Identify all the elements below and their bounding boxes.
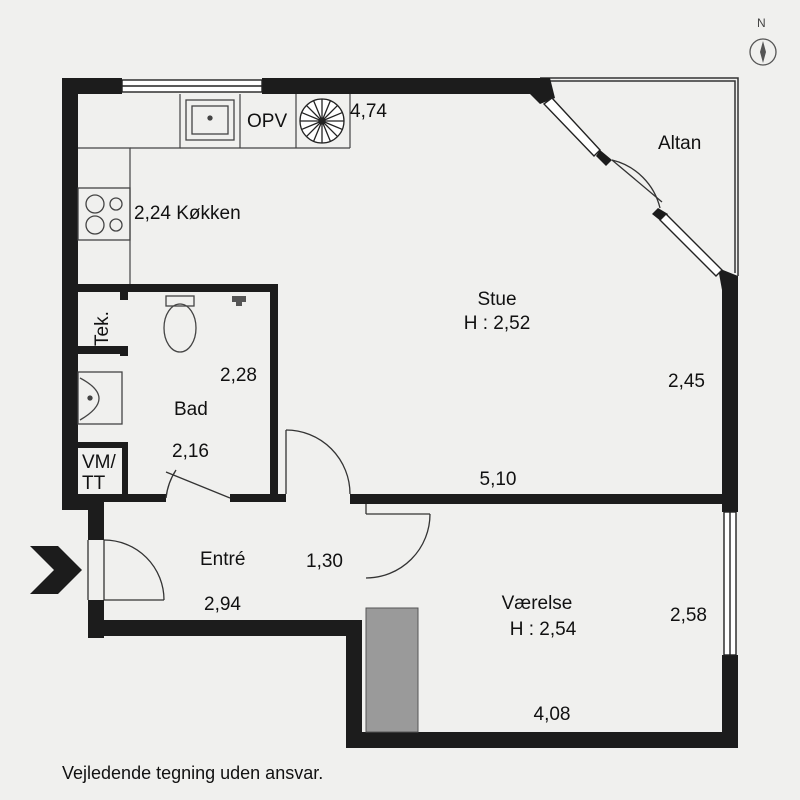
kitchen-sink-icon: [185, 99, 235, 141]
wardrobe: [365, 607, 419, 733]
entry-dim-side: 1,30: [306, 551, 343, 572]
toilet-icon: [163, 295, 197, 353]
compass-icon: [749, 38, 777, 66]
windows: [121, 79, 737, 656]
living-dim-right: 2,45: [668, 371, 705, 392]
living-door: [285, 429, 351, 495]
walls: [62, 78, 738, 748]
bath-door: [165, 469, 231, 499]
disclaimer: Vejledende tegning uden ansvar.: [62, 763, 324, 783]
living-dim-bottom: 5,10: [479, 469, 517, 490]
kitchen-dim-top: 4,74: [350, 101, 387, 122]
tap-icon: [232, 296, 246, 306]
kitchen-label: 2,24 Køkken: [134, 203, 241, 224]
front-door: [87, 539, 165, 601]
stair-tread: [301, 120, 323, 131]
balcony-outline: [540, 77, 739, 276]
bedroom-door: [365, 504, 431, 579]
bedroom-height: H : 2,54: [509, 619, 577, 640]
vmtt-label: VM/ TT: [82, 452, 116, 494]
tek-label: Tek.: [92, 311, 113, 346]
stair-tread: [321, 111, 343, 122]
stair-tread: [321, 120, 332, 142]
entry-dim-bottom: 2,94: [204, 594, 241, 615]
spiral-stair-icon: [299, 98, 345, 144]
stair-tread: [321, 120, 339, 138]
stair-tread: [321, 104, 339, 122]
compass-north-label: N: [757, 16, 766, 30]
stove-icon: [77, 187, 131, 241]
stair-tread: [301, 111, 323, 122]
stair-tread: [305, 120, 323, 138]
bedroom-dim-bottom: 4,08: [533, 704, 571, 725]
bath-dim-bottom: 2,16: [172, 441, 209, 462]
stair-tread: [305, 104, 323, 122]
bathroom-sink-icon: [77, 371, 123, 425]
bath-label: Bad: [174, 399, 208, 420]
opv-label: OPV: [247, 111, 288, 132]
stair-center: [318, 117, 326, 125]
balcony-label: Altan: [658, 133, 702, 154]
stair-tread: [321, 120, 343, 131]
stair-tread: [312, 100, 323, 122]
stair-tread: [312, 120, 323, 142]
bedroom-label: Værelse: [501, 593, 573, 614]
bath-dim-side: 2,28: [220, 365, 257, 386]
living-label: Stue: [477, 289, 517, 310]
entry-label: Entré: [200, 549, 246, 570]
entry-arrow-icon: [30, 546, 82, 594]
bedroom-dim-right: 2,58: [670, 605, 707, 626]
stair-tread: [321, 100, 332, 122]
balcony-door: [611, 159, 663, 209]
living-height: H : 2,52: [463, 313, 531, 334]
